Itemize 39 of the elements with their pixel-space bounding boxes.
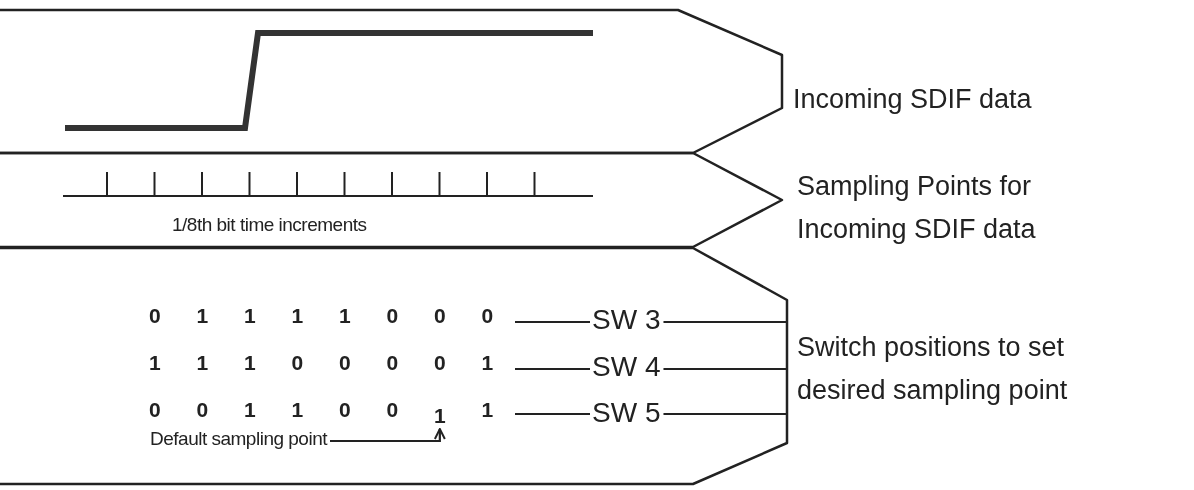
switch-bit: 0	[386, 351, 399, 375]
switch-bit: 1	[434, 404, 446, 428]
callout-text: Default sampling point	[150, 427, 327, 451]
leader-line	[663, 412, 786, 416]
leader-line	[515, 320, 590, 324]
switch-bit: 0	[149, 304, 161, 328]
switch-bit: 0	[339, 351, 351, 375]
scale-caption: 1/8th bit time increments	[172, 214, 367, 236]
band-title: Switch positions to set desired sampling point	[797, 331, 1069, 407]
leader-line	[663, 320, 786, 324]
switch-bit: 0	[291, 351, 304, 375]
switch-label: SW 5	[592, 398, 661, 428]
switch-bit: 0	[386, 398, 399, 422]
switch-bit: 1	[291, 398, 304, 422]
switch-bit: 0	[434, 351, 446, 375]
switch-bit: 0	[339, 398, 351, 422]
band-title: Sampling Points for Incoming SDIF data	[797, 170, 1037, 246]
leader-line	[663, 367, 786, 371]
switch-bit: 1	[291, 304, 304, 328]
leader-line	[330, 428, 446, 443]
switch-bit: 1	[149, 351, 161, 375]
switch-bit: 0	[386, 304, 399, 328]
switch-bit: 1	[481, 398, 494, 422]
switch-bit: 1	[196, 351, 209, 375]
switch-label: SW 4	[592, 352, 661, 382]
switch-label: SW 3	[592, 305, 661, 335]
leader-line	[515, 367, 590, 371]
switch-bit: 1	[244, 398, 256, 422]
switch-bit: 0	[196, 398, 209, 422]
switch-bit: 1	[339, 304, 351, 328]
switch-bit: 1	[244, 351, 256, 375]
band-title: Incoming SDIF data	[793, 83, 1033, 116]
switch-bit: 0	[434, 304, 446, 328]
switch-bit: 0	[481, 304, 494, 328]
switch-bit: 1	[244, 304, 256, 328]
switch-bit: 0	[149, 398, 161, 422]
switch-bit: 1	[196, 304, 209, 328]
leader-line	[515, 412, 590, 416]
switch-bit: 1	[481, 351, 494, 375]
